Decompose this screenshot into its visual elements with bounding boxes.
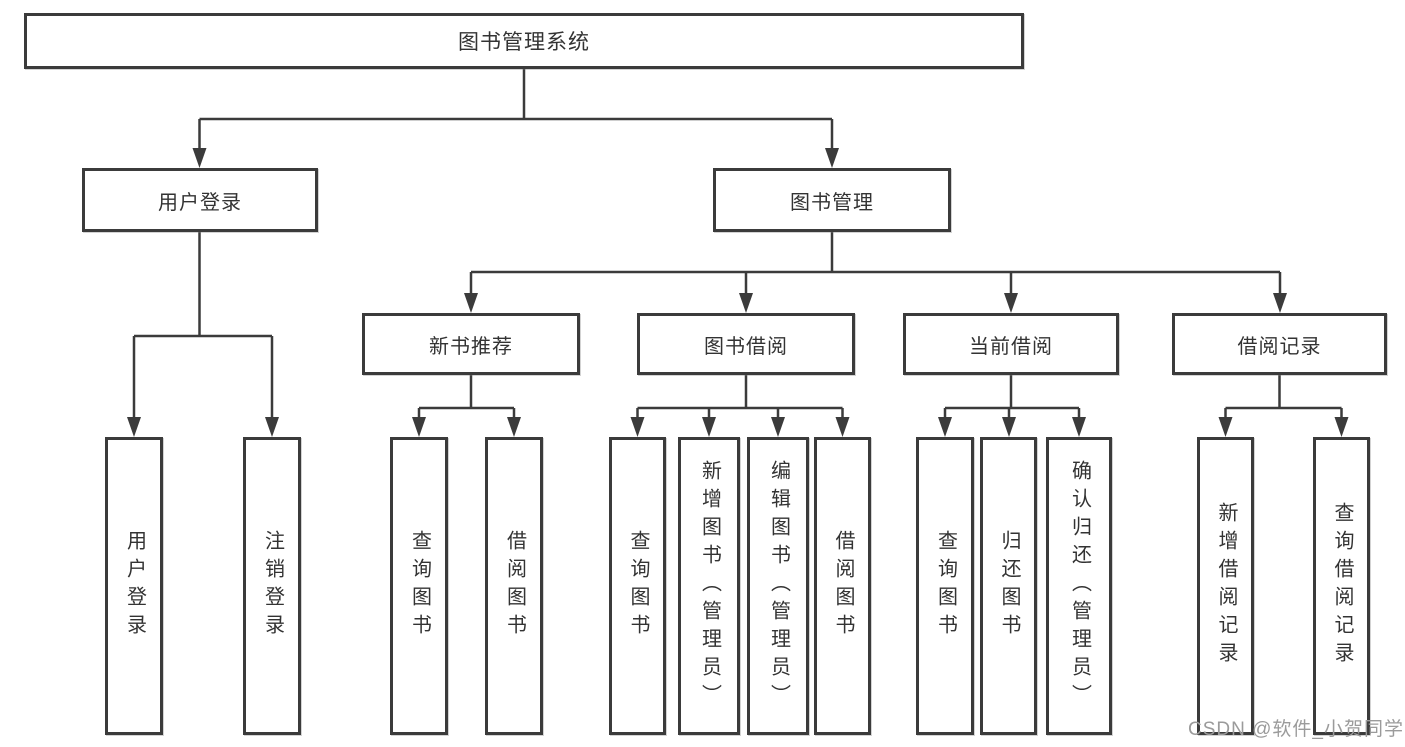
- arrow-down-icon: [1218, 417, 1233, 437]
- node-label: 借阅记录: [1237, 335, 1322, 358]
- connector-book-borrow-children: [636, 375, 844, 420]
- arrow-down-icon: [835, 417, 850, 437]
- node-book-management: 图书管理: [713, 168, 951, 232]
- arrow-down-icon: [739, 293, 753, 313]
- node-label: 图书管理: [790, 191, 874, 214]
- node-label: 归还图书: [998, 530, 1020, 642]
- arrow-down-icon: [1004, 293, 1018, 313]
- arrow-down-icon: [771, 417, 785, 437]
- arrow-down-icon: [507, 417, 521, 437]
- leaf-logout: 注销登录: [243, 437, 301, 735]
- leaf-search-books-current: 查询图书: [916, 437, 974, 735]
- csdn-watermark: CSDN @软件_小贺同学: [1188, 719, 1404, 740]
- arrow-down-icon: [192, 148, 207, 168]
- node-new-book-recommendation: 新书推荐: [362, 313, 580, 375]
- leaf-borrow-books-borrowing: 借阅图书: [814, 437, 871, 735]
- node-label: 确认归还（管理员）: [1068, 460, 1091, 712]
- arrow-down-icon: [825, 148, 839, 168]
- node-borrowing-records: 借阅记录: [1172, 313, 1387, 375]
- node-label: 新书推荐: [429, 335, 513, 358]
- leaf-confirm-return-admin: 确认归还（管理员）: [1046, 437, 1112, 735]
- node-label: 编辑图书（管理员）: [767, 460, 790, 712]
- node-label: 新增图书（管理员）: [698, 460, 721, 712]
- node-current-borrowing: 当前借阅: [903, 313, 1119, 375]
- leaf-return-books: 归还图书: [980, 437, 1037, 735]
- arrow-down-icon: [938, 417, 952, 437]
- connector-new-book-children: [417, 375, 516, 420]
- leaf-search-borrow-record: 查询借阅记录: [1313, 437, 1370, 735]
- leaf-search-books-borrowing: 查询图书: [609, 437, 666, 735]
- node-library-management-system: 图书管理系统: [24, 13, 1024, 69]
- leaf-borrow-books-recommend: 借阅图书: [485, 437, 543, 735]
- node-label: 查询借阅记录: [1331, 502, 1353, 670]
- node-label: 注销登录: [261, 530, 284, 642]
- connector-borrow-records-children: [1224, 375, 1343, 420]
- node-label: 查询图书: [934, 530, 957, 642]
- node-label: 用户登录: [123, 530, 146, 642]
- node-user-login: 用户登录: [82, 168, 318, 232]
- connector-book-management-children: [469, 232, 1282, 296]
- arrowheads: [127, 148, 1349, 437]
- connector-root-to-level2: [198, 69, 834, 151]
- node-label: 当前借阅: [969, 335, 1053, 358]
- node-label: 借阅图书: [503, 530, 526, 642]
- connector-user-login-children: [132, 232, 274, 420]
- node-label: 新增借阅记录: [1215, 502, 1237, 670]
- arrow-down-icon: [1072, 417, 1086, 437]
- leaf-edit-book-admin: 编辑图书（管理员）: [747, 437, 809, 735]
- connector-current-borrow-children: [943, 375, 1081, 420]
- leaf-add-book-admin: 新增图书（管理员）: [678, 437, 740, 735]
- node-label: 借阅图书: [832, 530, 854, 642]
- node-label: 查询图书: [408, 530, 431, 642]
- leaf-search-books-recommend: 查询图书: [390, 437, 448, 735]
- arrow-down-icon: [412, 417, 426, 437]
- arrow-down-icon: [1002, 417, 1016, 437]
- arrow-down-icon: [127, 417, 141, 437]
- node-book-borrowing: 图书借阅: [637, 313, 855, 375]
- arrow-down-icon: [464, 293, 478, 313]
- leaf-add-borrow-record: 新增借阅记录: [1197, 437, 1254, 735]
- arrow-down-icon: [1334, 417, 1349, 437]
- arrow-down-icon: [630, 417, 645, 437]
- node-label: 查询图书: [627, 530, 649, 642]
- leaf-user-login: 用户登录: [105, 437, 163, 735]
- arrow-down-icon: [1273, 293, 1287, 313]
- arrow-down-icon: [702, 417, 716, 437]
- node-label: 用户登录: [158, 191, 242, 214]
- node-label: 图书借阅: [704, 335, 788, 358]
- node-label: 图书管理系统: [458, 31, 590, 54]
- arrow-down-icon: [265, 417, 279, 437]
